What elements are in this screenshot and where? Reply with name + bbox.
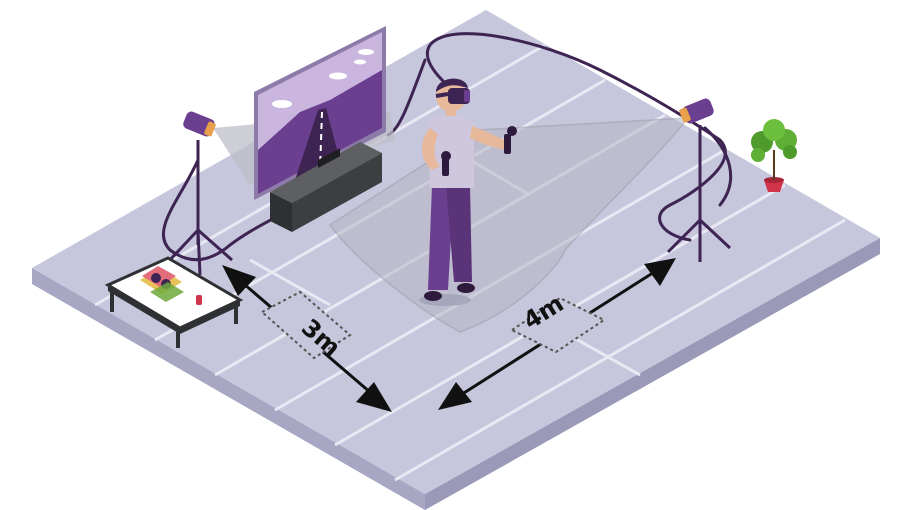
depth-arrowhead-start xyxy=(222,265,256,296)
floor-right-edge xyxy=(425,238,880,510)
width-dimension: 4m xyxy=(438,258,676,410)
vr-headset-icon xyxy=(140,266,184,302)
tv-stand xyxy=(270,142,382,232)
coffee-table xyxy=(104,256,244,348)
tv-screen xyxy=(254,26,386,200)
motion-controller-icon xyxy=(441,151,451,176)
motion-controller-icon xyxy=(504,126,517,154)
headset-cable xyxy=(425,32,727,242)
base-station-icon xyxy=(666,98,732,262)
plant-icon xyxy=(751,119,797,192)
cloud-icon xyxy=(272,49,374,108)
width-label-badge xyxy=(510,296,606,354)
left-station-cable xyxy=(162,158,287,262)
depth-label-badge xyxy=(260,290,352,360)
base-station-icon xyxy=(166,111,233,276)
width-arrowhead-end xyxy=(644,258,676,286)
right-station-cable xyxy=(703,126,733,207)
motion-controller-icon xyxy=(196,295,202,305)
right-station-beam xyxy=(328,117,690,333)
floor-left-edge xyxy=(32,268,425,510)
vr-headset-icon xyxy=(435,88,470,104)
depth-arrowhead-end xyxy=(356,382,392,412)
console-box xyxy=(318,148,340,168)
width-arrowhead-start xyxy=(438,382,472,410)
vr-user xyxy=(419,78,517,306)
